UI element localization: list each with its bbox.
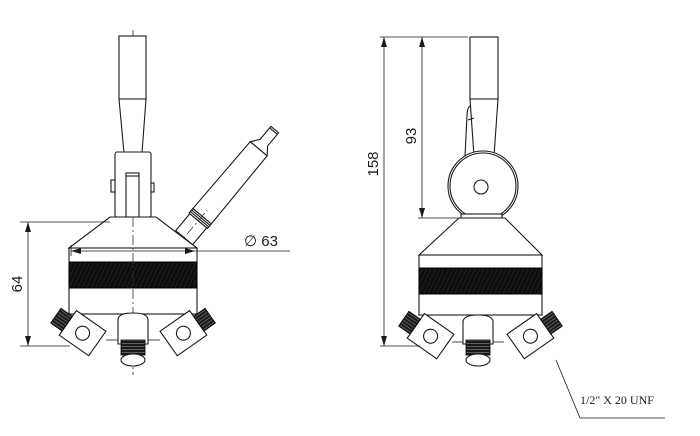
dimension-diameter-63: ∅ 63 [70,233,290,256]
side-main-body [417,217,544,316]
side-handle [447,36,519,222]
dimension-diameter-label: ∅ 63 [244,233,278,250]
vertical-handle [110,35,155,218]
outlet-center [106,312,160,367]
side-knurled-band [418,267,543,295]
side-outlet-left [398,310,455,360]
outlet-left [50,307,107,357]
dimension-64: 64 [9,221,110,347]
dimension-158: 158 [365,36,468,347]
dimension-93-label: 93 [403,128,420,145]
main-body [67,216,199,315]
dimension-93: 93 [403,37,460,219]
dimension-158-label: 158 [365,151,382,176]
dimension-64-label: 64 [9,276,26,293]
side-outlet-right [506,310,563,360]
side-outlet-center [452,314,504,367]
thread-spec-label: 1/2" X 20 UNF [580,393,654,407]
side-view: 158 93 1/2" X 20 UNF [365,36,665,419]
angled-handle [174,125,280,249]
front-view: 64 ∅ 63 [9,30,290,375]
thread-callout: 1/2" X 20 UNF [555,359,665,419]
outlet-right [159,307,216,357]
